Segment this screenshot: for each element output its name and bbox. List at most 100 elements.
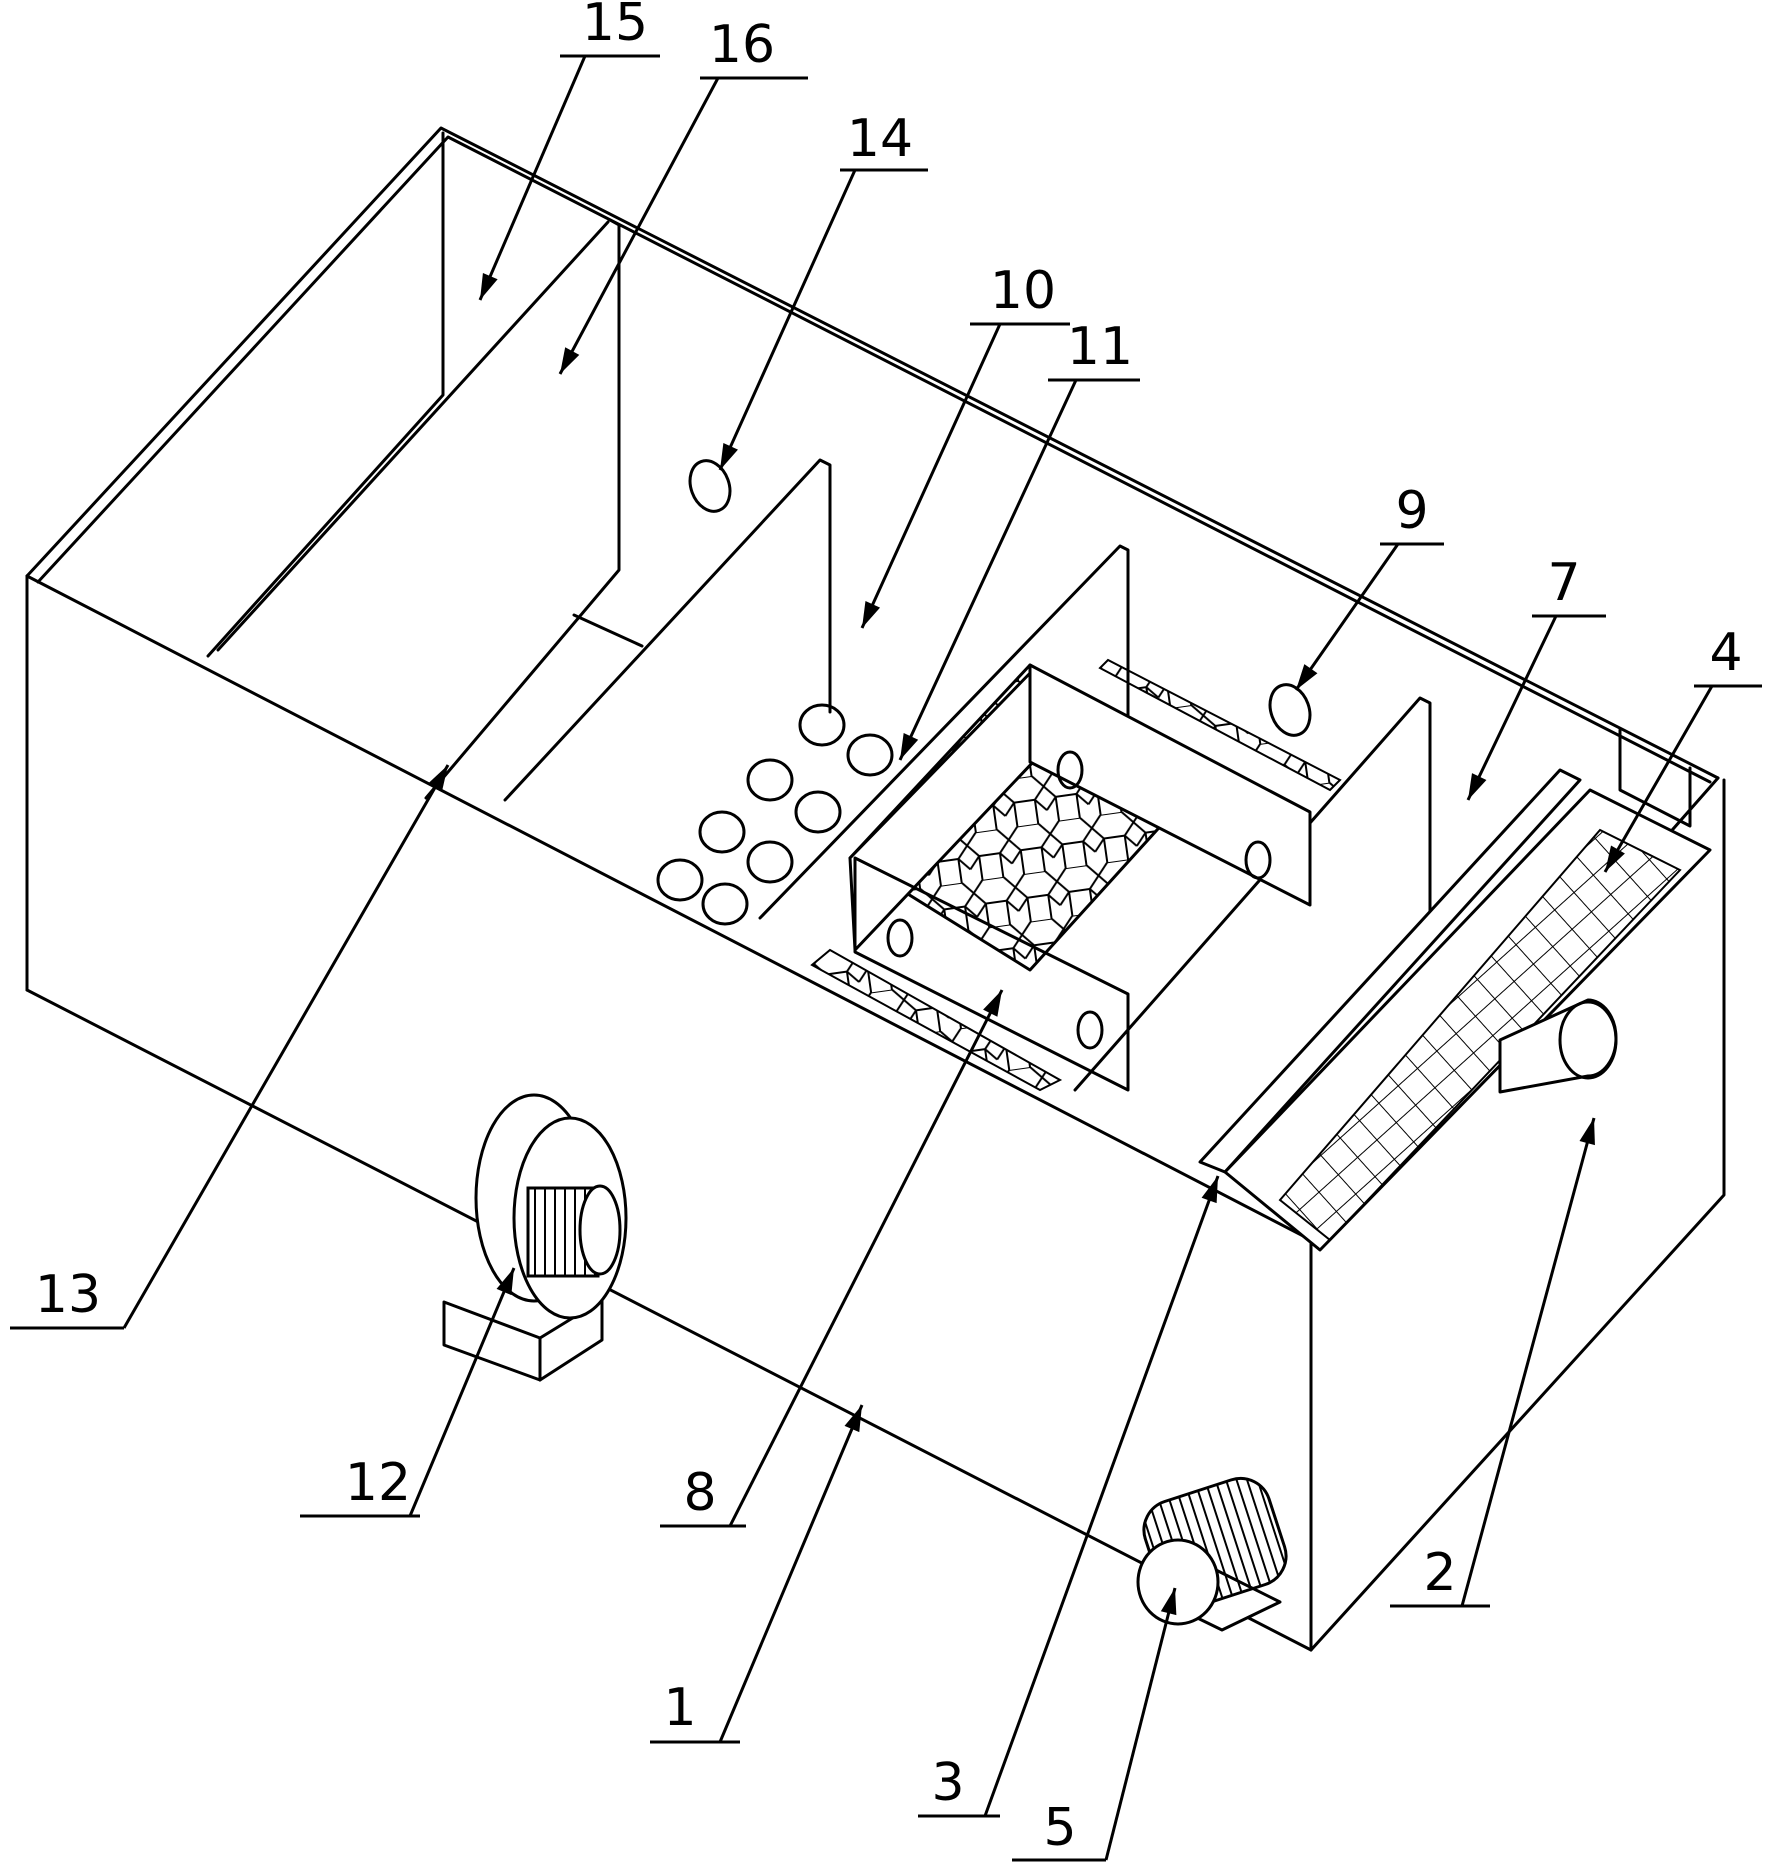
callout-arrowhead: [496, 1268, 514, 1296]
callout-leader: [1104, 1587, 1177, 1861]
callout-leader: [122, 764, 450, 1329]
callout-leader: [983, 1175, 1220, 1817]
callout-arrowhead: [1605, 845, 1625, 872]
callout-arrowhead: [862, 601, 881, 628]
callout-arrowhead: [428, 765, 448, 792]
pump-base: [442, 1300, 542, 1382]
callout-number: 14: [847, 109, 913, 169]
callout-5: 5: [1012, 1587, 1177, 1862]
filter-mid-plate: [1028, 663, 1312, 907]
callout-11: 11: [898, 317, 1140, 761]
media-ball: [794, 790, 842, 834]
rim-back-inner: [36, 135, 1712, 784]
callout-12: 12: [300, 1267, 516, 1518]
callout-arrowhead: [983, 990, 1002, 1017]
partition-15-top: [216, 220, 610, 652]
filter-hole: [1056, 750, 1084, 790]
pump-shaft: [578, 1184, 622, 1276]
callout-16: 16: [558, 15, 808, 375]
callout-arrowhead: [844, 1405, 862, 1433]
callout-arrowhead: [1201, 1176, 1218, 1204]
callout-8: 8: [660, 989, 1004, 1528]
callout-15: 15: [478, 0, 660, 301]
callout-7: 7: [1466, 553, 1606, 801]
partition-10: [503, 458, 832, 802]
callout-leader: [1466, 615, 1558, 801]
port-14: [688, 459, 732, 513]
callout-number: 11: [1067, 317, 1133, 377]
callout-leader: [478, 55, 587, 301]
aeration-assembly: [1198, 728, 1712, 1252]
media-ball: [701, 882, 749, 926]
callout-leader: [898, 379, 1078, 761]
outlet-pipe-2: [1498, 998, 1618, 1094]
callout-4: 4: [1603, 623, 1762, 873]
partition-7: [1073, 696, 1432, 1092]
callout-number: 5: [1043, 1798, 1076, 1858]
ball-media: [656, 703, 894, 926]
callout-arrowhead: [720, 443, 738, 470]
callout-leader: [1603, 685, 1714, 873]
callout-leader: [1460, 1117, 1596, 1607]
callout-arrowhead: [560, 347, 580, 374]
callout-13: 13: [10, 764, 450, 1330]
filter-hole: [1076, 1010, 1104, 1050]
callout-number: 7: [1547, 553, 1580, 613]
callout-10: 10: [860, 261, 1070, 629]
callout-leader: [860, 323, 1002, 629]
callout-arrowhead: [1296, 664, 1318, 690]
media-ball: [746, 758, 794, 802]
media-ball: [698, 810, 746, 854]
rim-back: [25, 126, 1720, 780]
callout-leader: [728, 989, 1004, 1527]
outlet-pipe-mouth: [1558, 1000, 1618, 1080]
media-ball: [798, 703, 846, 747]
media-ball: [656, 858, 704, 902]
callout-number: 4: [1709, 623, 1742, 683]
media-ball: [746, 840, 794, 884]
callout-number: 3: [931, 1753, 964, 1813]
inlet-slot: [572, 613, 644, 648]
callout-number: 15: [582, 0, 648, 53]
port-9: [1268, 683, 1312, 737]
edge-bottom: [25, 988, 1313, 1652]
partition-back-left: [206, 131, 445, 658]
filter-module-8: [810, 658, 1342, 1092]
callout-14: 14: [718, 109, 928, 471]
callout-number: 13: [35, 1265, 101, 1325]
filter-hole: [886, 918, 914, 958]
callout-number: 2: [1423, 1543, 1456, 1603]
callout-2: 2: [1390, 1117, 1596, 1608]
callout-number: 9: [1395, 481, 1428, 541]
callout-arrowhead: [1468, 773, 1487, 800]
callout-leader: [718, 169, 857, 471]
aeration-pipe-3: [1198, 768, 1582, 1174]
callout-number: 12: [345, 1453, 411, 1513]
callout-number: 16: [709, 15, 775, 75]
callout-arrowhead: [480, 272, 498, 300]
edge-right: [1309, 778, 1726, 1652]
partition-16: [424, 218, 621, 800]
callout-number: 8: [683, 1463, 716, 1523]
callout-number: 1: [663, 1678, 696, 1738]
callout-leader: [718, 1404, 864, 1743]
callout-number: 10: [990, 261, 1056, 321]
callout-arrowhead: [1579, 1118, 1595, 1146]
pump-12: [442, 1093, 628, 1382]
grille-post: [1618, 728, 1692, 828]
callout-3: 3: [918, 1175, 1220, 1818]
callout-arrowhead: [1160, 1588, 1177, 1616]
callout-leader: [558, 77, 720, 375]
callout-arrowhead: [900, 733, 919, 760]
motor-face: [1136, 1538, 1220, 1626]
callout-leader: [408, 1267, 516, 1517]
callout-9: 9: [1294, 481, 1444, 691]
callout-leader: [1294, 543, 1400, 691]
filter-hole: [1244, 840, 1272, 880]
media-ball: [846, 733, 894, 777]
callout-1: 1: [650, 1404, 864, 1744]
partitions: [206, 131, 1432, 1092]
